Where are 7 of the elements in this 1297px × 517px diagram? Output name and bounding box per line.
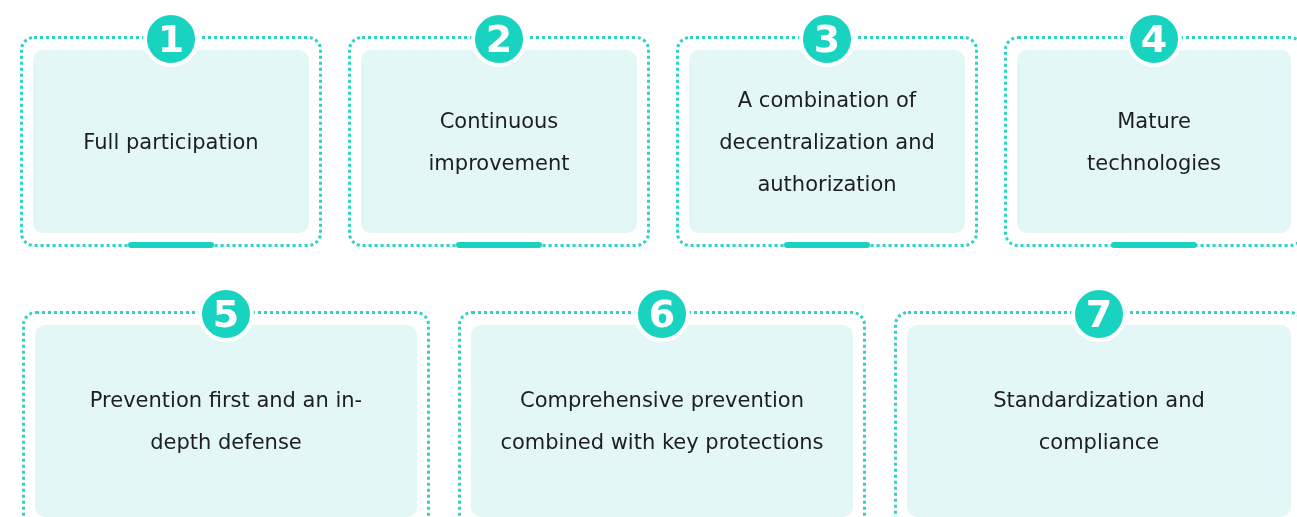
principle-text: Continuous improvement: [427, 107, 571, 177]
principle-text: A combination of decentralization and authorization: [718, 86, 936, 198]
principle-text: Standardization and compliance: [992, 387, 1206, 456]
principle-text: Full participation: [82, 128, 260, 156]
principle-text: Mature technologies: [1086, 107, 1222, 177]
principle-text: Prevention first and an in-depth defense: [88, 387, 364, 456]
principle-text: Comprehensive prevention combined with key protections: [499, 387, 825, 456]
